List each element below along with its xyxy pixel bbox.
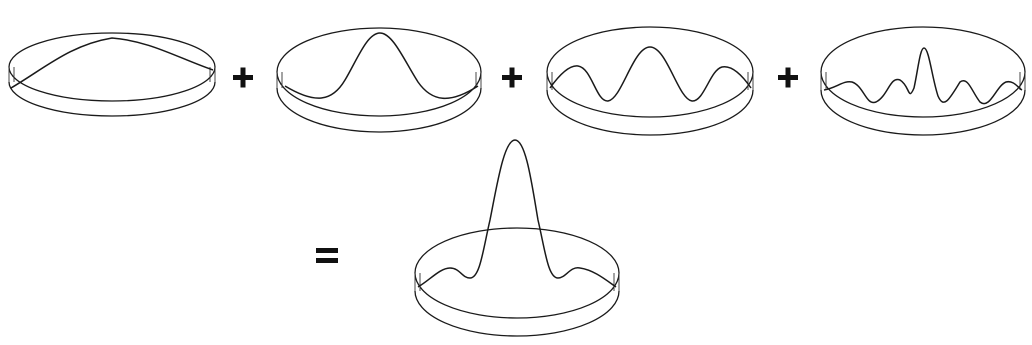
drum-rim-top [547,27,753,117]
drum-sum [415,140,619,336]
wave-profile [418,140,616,287]
drum-rim-top [9,33,215,101]
plus-operator-1 [233,68,253,88]
drum-mode-2 [277,28,481,132]
wave-profile [285,33,478,98]
drum-mode-4 [821,27,1025,135]
wave-profile [11,38,213,88]
plus-operator-3 [778,68,798,88]
drum-rim-bottom [277,88,481,132]
wave-profile [824,48,1022,104]
drum-rim-top [821,27,1025,117]
wave-profile [550,47,751,101]
drum-rim-top [277,28,481,116]
equals-operator [316,248,338,263]
drum-mode-1 [9,33,215,116]
drum-rim-bottom [9,82,215,116]
drum-rim-bottom [821,90,1025,135]
drum-mode-3 [547,27,753,135]
plus-operator-2 [502,68,522,88]
drum-rim-bottom [547,90,753,135]
drum-rim-bottom [415,291,619,336]
drum-rim-top [415,228,619,318]
